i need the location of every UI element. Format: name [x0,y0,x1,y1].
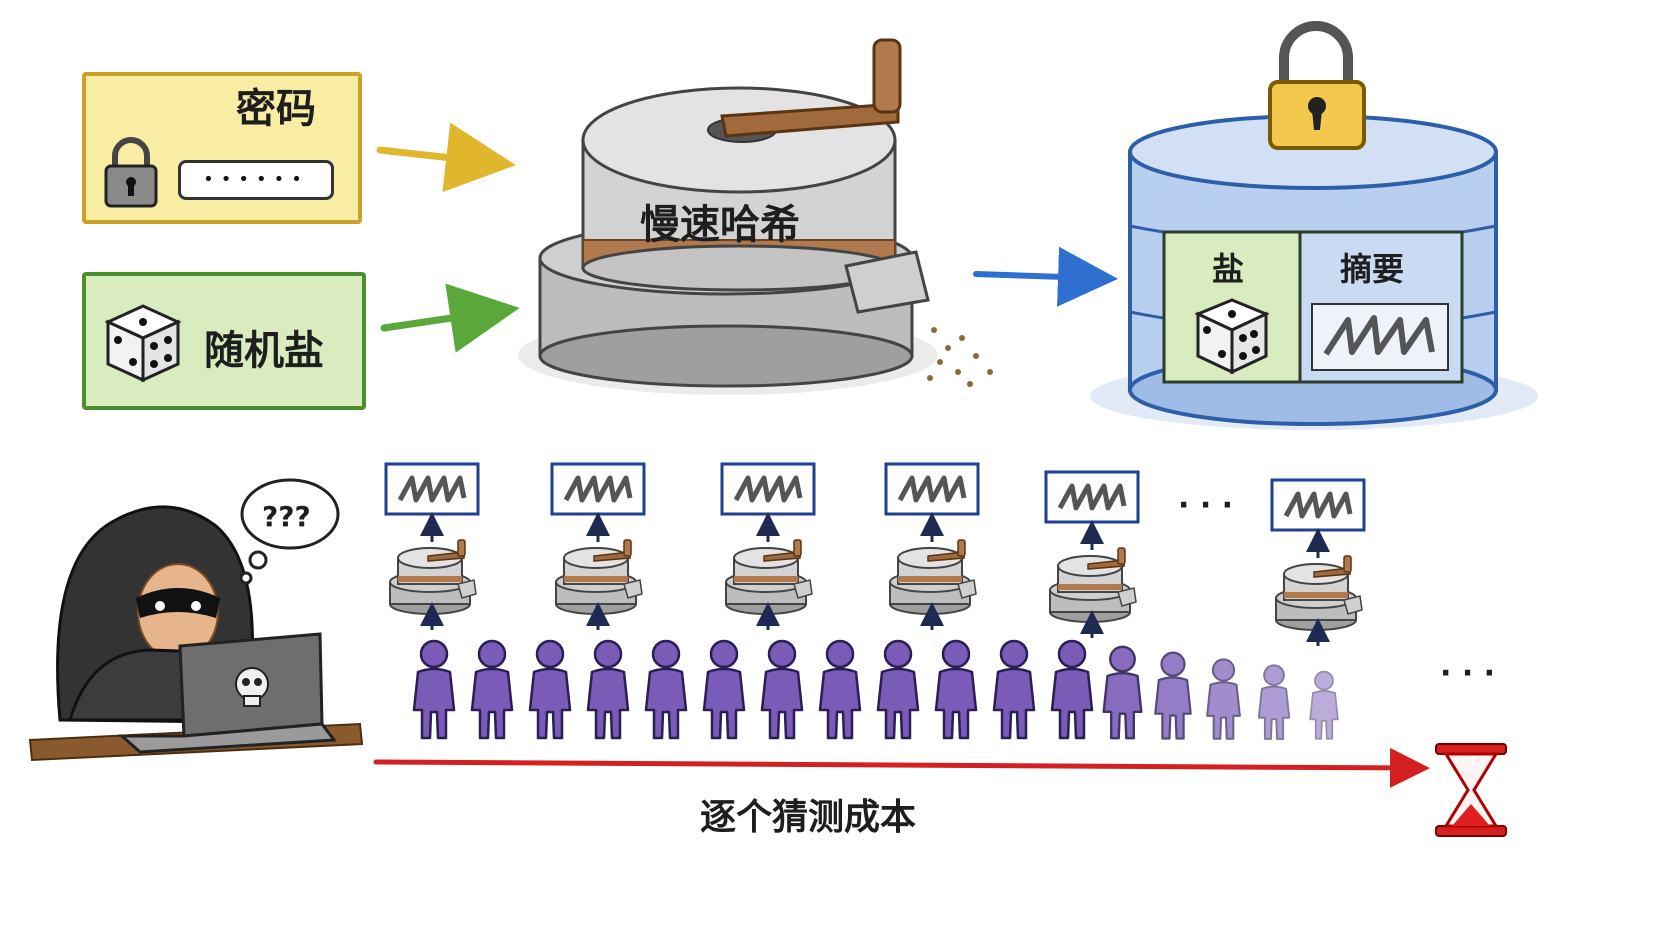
person-icon [1150,650,1196,746]
person-icon [1254,663,1294,746]
hourglass-icon [1435,743,1507,837]
person-icon [1098,644,1147,746]
slow-hash-label: 慢速哈希 [640,202,800,248]
mini-millstone-icon [555,539,643,615]
hash-to-database-arrow [973,246,1118,307]
random-salt-title: 随机盐 [204,328,324,374]
password-title: 密码 [236,86,316,132]
masked-password-field: •••••• [178,160,334,200]
laptop-icon [118,632,337,754]
scribbled-digest-icon [1311,303,1449,371]
thought-bubble [239,478,340,585]
person-icon [466,638,518,746]
skull-icon [235,667,269,707]
thought-text: ??? [262,500,311,533]
cost-caption: 逐个猜测成本 [700,797,917,838]
person-icon [524,638,576,746]
padlock-icon [1268,21,1366,150]
salt-to-hash-arrow [380,283,520,353]
password-to-hash-arrow [376,122,516,193]
scribbled-digest-icon [720,462,816,516]
person-icon [582,638,634,746]
scribbled-digest-icon [884,462,980,516]
random-salt-card: 随机盐 [82,272,366,410]
stored-digest-label: 摘要 [1340,250,1405,288]
person-icon [814,638,866,746]
database-cylinder-icon [1090,114,1538,430]
person-icon [1202,657,1245,746]
guess-column [380,462,484,636]
password-card: 密码 •••••• [82,72,362,224]
guess-column [880,462,984,636]
person-icon [408,638,460,746]
guess-column [1040,470,1144,644]
person-icon [1306,669,1342,746]
guess-column [546,462,650,636]
mini-millstone-icon [1275,555,1363,631]
person-icon [930,638,982,746]
guess-column [716,462,820,636]
mini-millstone-icon [1049,547,1137,623]
person-icon [988,638,1040,746]
attackers-ellipsis: · · · [1440,656,1496,691]
scribbled-digest-icon [1044,470,1140,524]
cost-arrow [373,747,1430,788]
person-icon [1046,638,1098,746]
hooded-hacker-icon [28,505,364,762]
millstone-icon [518,38,993,395]
guess-column [1266,478,1370,652]
scribbled-digest-icon [1270,478,1366,532]
scribbled-digest-icon [384,462,480,516]
mini-millstone-icon [725,539,813,615]
guess-rows-ellipsis: · · · [1178,488,1234,523]
padlock-icon [104,137,158,208]
dice-icon [104,304,182,383]
stored-salt-label: 盐 [1212,250,1245,288]
person-icon [872,638,924,746]
mini-millstone-icon [389,539,477,615]
person-icon [640,638,692,746]
person-icon [698,638,750,746]
dice-icon [1194,298,1270,375]
person-icon [756,638,808,746]
